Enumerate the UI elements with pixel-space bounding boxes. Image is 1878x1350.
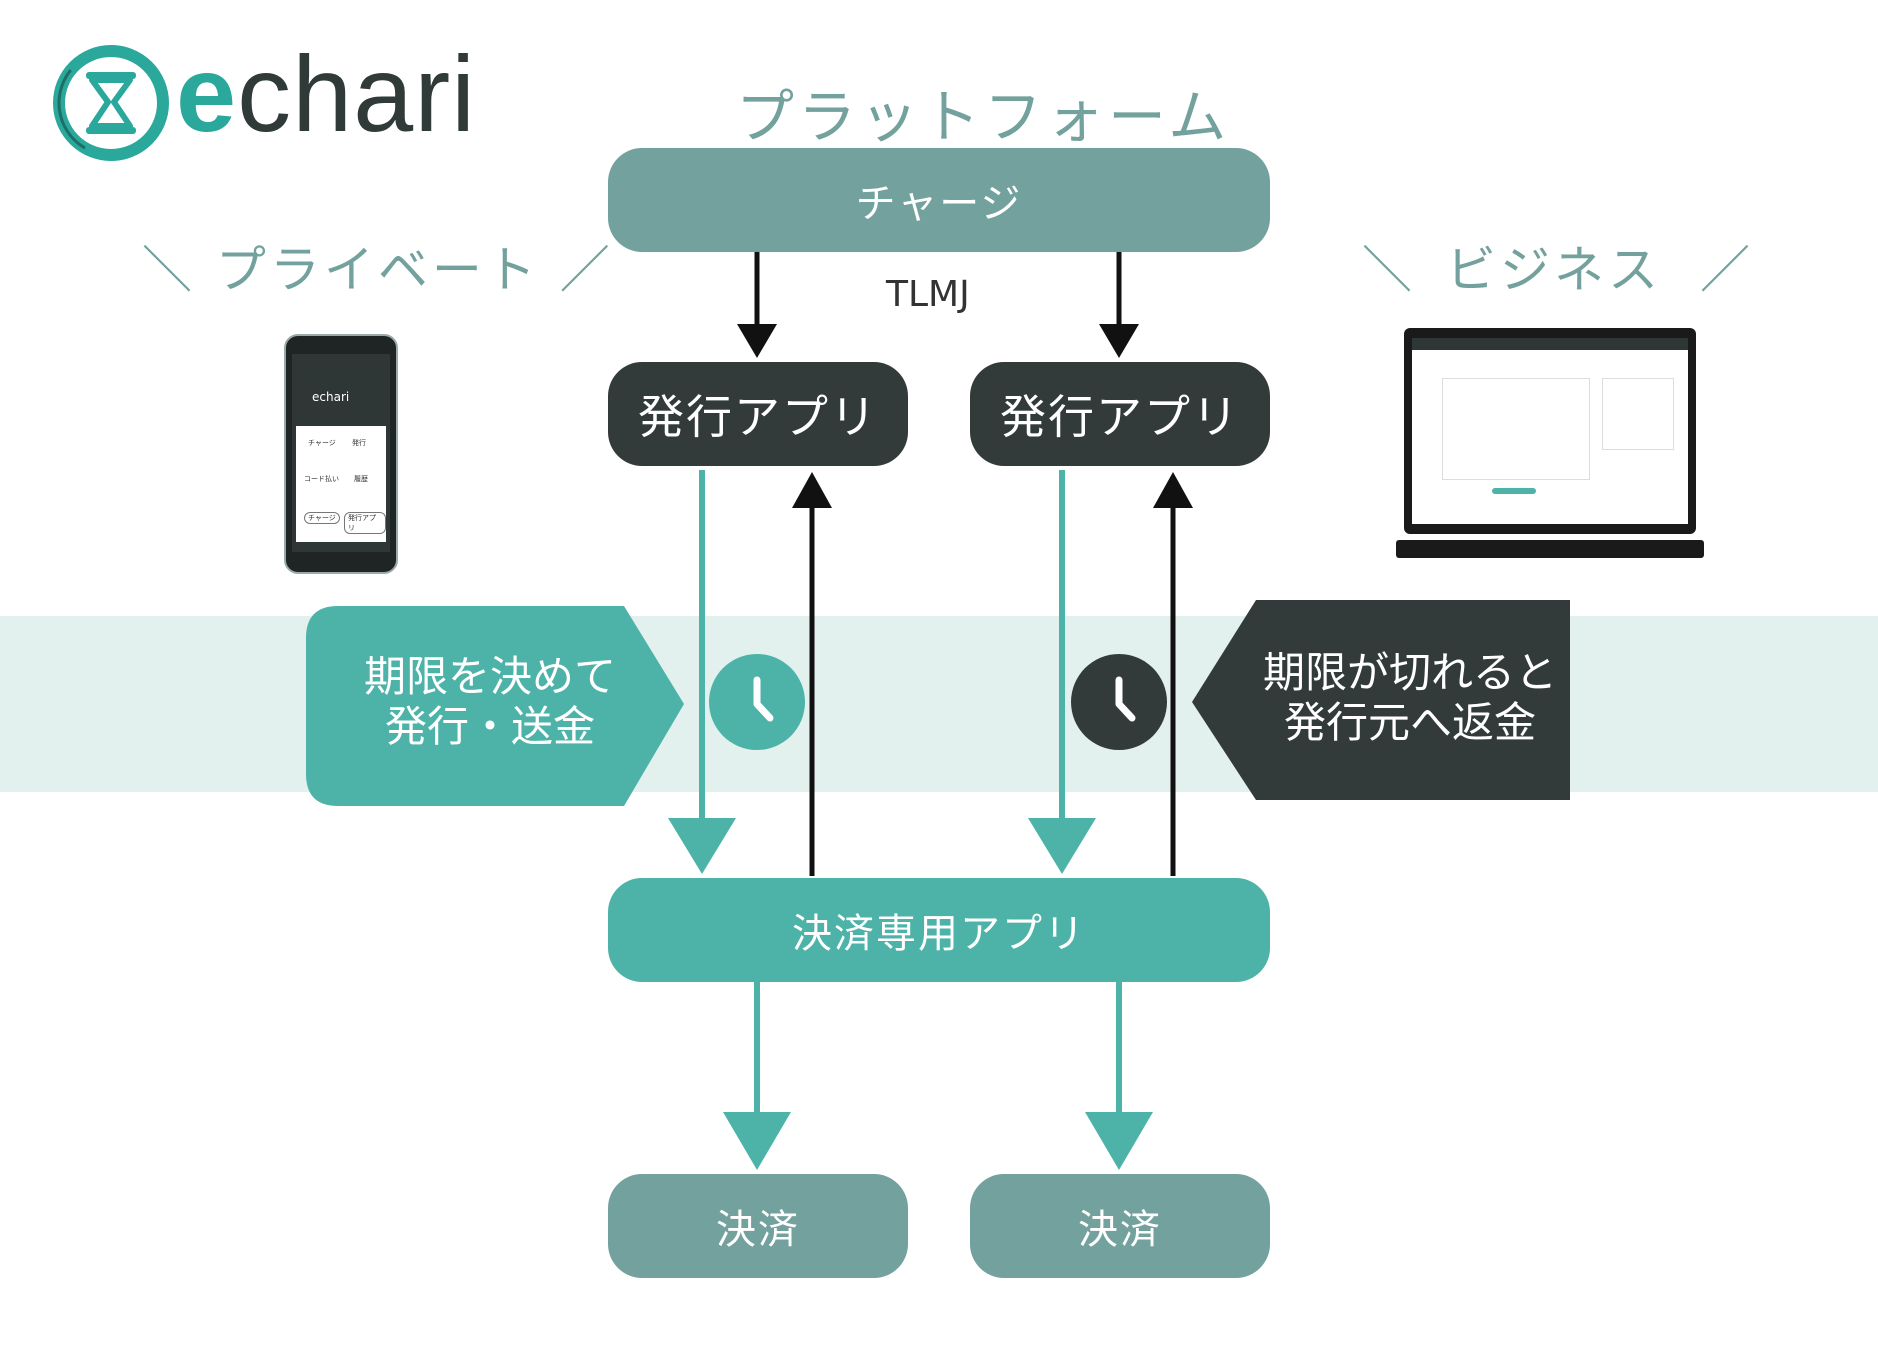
tlmj-label: TLMJ [886,274,970,315]
phone-btn-issue: 発行 [352,439,366,447]
clock-icon-left [709,654,805,750]
callout-right-shape [1192,600,1570,800]
phone-pill-charge: チャージ [304,512,340,524]
phone-btn-charge: チャージ [308,439,336,447]
logo-e: e [176,33,238,154]
smartphone-illustration: echari チャージ 発行 コード払い 履歴 チャージ 発行アプリ [284,334,398,574]
phone-logo: echari [312,390,350,404]
laptop-screen-side [1602,378,1674,450]
issue-app-left: 発行アプリ [608,362,908,466]
private-label: ＼ プライベート ／ [142,241,614,299]
phone-panel: チャージ 発行 コード払い 履歴 チャージ 発行アプリ [296,426,386,542]
arrow-payment-to-issue-left [792,472,832,876]
arrow-payment-to-settle-right [1085,982,1153,1170]
callout-right-text: 期限が切れると 発行元へ返金 [1240,648,1580,748]
payment-app-box: 決済専用アプリ [608,878,1270,982]
business-label: ビジネス [1446,241,1662,299]
callout-right-line2: 発行元へ返金 [1283,698,1536,747]
business-slash-right: ／ [1700,241,1754,299]
laptop-illustration [1404,328,1696,534]
callout-left-line2: 発行・送金 [384,702,595,751]
settlement-right: 決済 [970,1174,1270,1278]
laptop-keyboard [1396,540,1704,558]
callout-left-line1: 期限を決めて [363,652,616,701]
laptop-screen-form [1442,378,1590,480]
arrow-charge-to-issue-right [1099,252,1139,358]
issue-app-right: 発行アプリ [970,362,1270,466]
callout-right-line1: 期限が切れると [1262,648,1557,697]
phone-btn-code: コード払い [304,475,339,483]
phone-screen: echari チャージ 発行 コード払い 履歴 チャージ 発行アプリ [292,354,390,552]
arrow-issue-right-to-payment [1028,470,1096,874]
arrow-issue-left-to-payment [668,470,736,874]
charge-box: チャージ [608,148,1270,252]
callout-right-cap [1540,600,1570,800]
phone-btn-history: 履歴 [354,475,368,483]
callout-left-text: 期限を決めて 発行・送金 [330,652,650,752]
callout-left-shape [306,606,684,806]
phone-pill-issue: 発行アプリ [344,512,386,534]
settlement-left: 決済 [608,1174,908,1278]
logo-rest: chari [237,33,477,154]
hourglass-logo-icon [53,45,169,161]
arrow-payment-to-issue-right [1153,472,1193,876]
laptop-screen-button [1492,488,1536,494]
arrow-charge-to-issue-left [737,252,777,358]
platform-title: プラットフォーム [736,83,1231,151]
clock-icon-right [1071,654,1167,750]
business-slash-left: ＼ [1362,241,1416,299]
arrow-payment-to-settle-left [723,982,791,1170]
logo-wordmark: echari [176,40,476,148]
laptop-screen [1412,338,1688,524]
laptop-screen-header [1412,338,1688,350]
